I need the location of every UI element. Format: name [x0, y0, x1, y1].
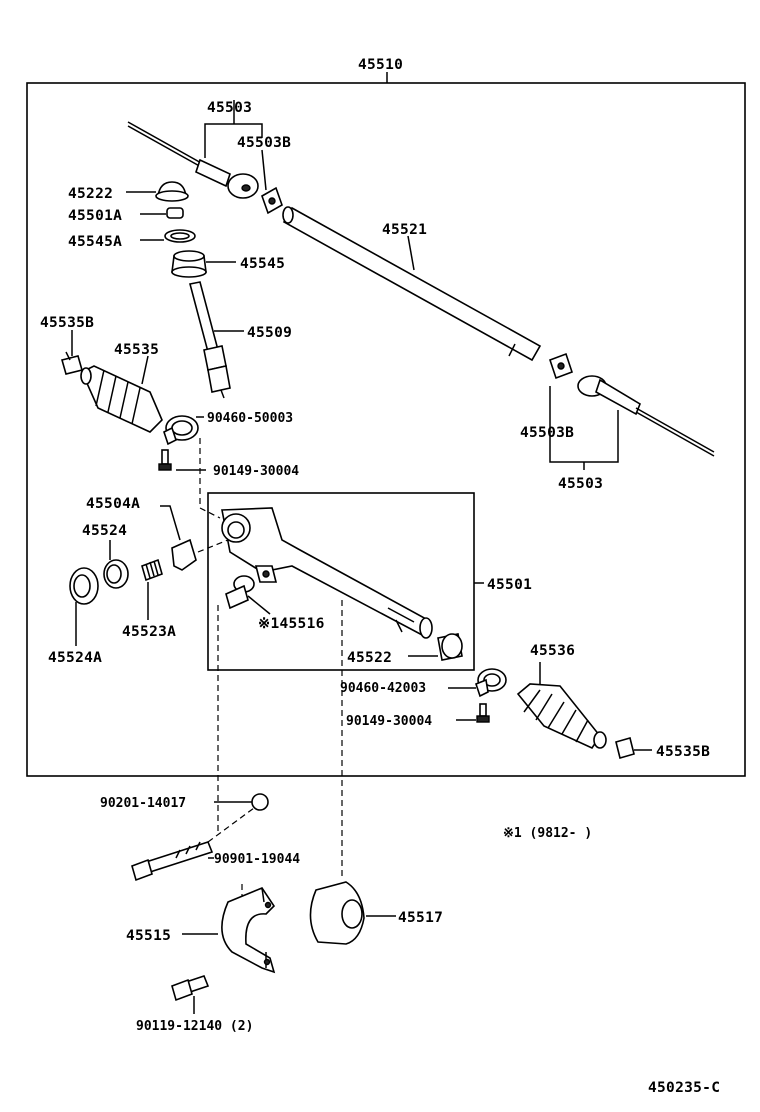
- part-45509[interactable]: [189, 281, 231, 399]
- label-screw-upper[interactable]: 90149-30004: [213, 464, 299, 479]
- tie-rod-end-lower-b[interactable]: [548, 352, 574, 380]
- label-45501a[interactable]: 45501A: [68, 208, 122, 224]
- label-45535b-left[interactable]: 45535B: [40, 315, 94, 331]
- screw-upper[interactable]: [158, 449, 172, 471]
- label-45222[interactable]: 45222: [68, 186, 113, 202]
- screw-lower[interactable]: [476, 703, 490, 723]
- part-45222[interactable]: [155, 181, 189, 202]
- housing-frame: [207, 492, 475, 671]
- part-45545a[interactable]: [164, 229, 196, 243]
- label-45522[interactable]: 45522: [347, 650, 392, 666]
- label-screw-lower[interactable]: 90149-30004: [346, 714, 432, 729]
- label-45503-upper[interactable]: 45503: [207, 100, 252, 116]
- part-45521[interactable]: [282, 206, 542, 362]
- label-45501[interactable]: 45501: [487, 577, 532, 593]
- part-45524a[interactable]: [69, 567, 99, 605]
- part-45501a[interactable]: [166, 207, 184, 219]
- label-45523a[interactable]: 45523A: [122, 624, 176, 640]
- rack-housing[interactable]: [221, 507, 433, 639]
- label-45521[interactable]: 45521: [382, 222, 427, 238]
- label-45503b-upper[interactable]: 45503B: [237, 135, 291, 151]
- label-45524a[interactable]: 45524A: [48, 650, 102, 666]
- label-bolt[interactable]: 90901-19044: [214, 852, 300, 867]
- tie-rod-end-lower[interactable]: [577, 375, 715, 457]
- label-plug[interactable]: 90201-14017: [100, 796, 186, 811]
- bolt[interactable]: [131, 841, 214, 882]
- label-45524[interactable]: 45524: [82, 523, 127, 539]
- label-clamp-lower[interactable]: 90460-42003: [340, 681, 426, 696]
- part-45522[interactable]: [437, 633, 463, 661]
- label-45503-lower[interactable]: 45503: [558, 476, 603, 492]
- bolt-small[interactable]: [171, 975, 210, 1002]
- label-45516[interactable]: ※145516: [258, 616, 325, 632]
- part-45504a[interactable]: [171, 538, 197, 571]
- part-45523a[interactable]: [141, 558, 163, 582]
- note-text: ※1 (9812- ): [503, 826, 592, 841]
- part-45524[interactable]: [103, 559, 129, 589]
- plug[interactable]: [251, 793, 269, 811]
- part-45545[interactable]: [171, 250, 207, 278]
- reference-code: 450235-C: [648, 1080, 720, 1096]
- label-clamp-upper[interactable]: 90460-50003: [207, 411, 293, 426]
- clamp-lower[interactable]: [475, 668, 507, 698]
- part-45536[interactable]: [516, 683, 607, 750]
- label-45517[interactable]: 45517: [398, 910, 443, 926]
- label-45535b-right[interactable]: 45535B: [656, 744, 710, 760]
- assembly-frame: [26, 82, 746, 777]
- part-45517[interactable]: [309, 881, 365, 945]
- tie-rod-end-upper-b[interactable]: [261, 186, 283, 215]
- label-45503b-lower[interactable]: 45503B: [520, 425, 574, 441]
- part-45535[interactable]: [80, 365, 163, 433]
- part-45535b-right[interactable]: [615, 737, 635, 759]
- label-45545a[interactable]: 45545A: [68, 234, 122, 250]
- label-45545[interactable]: 45545: [240, 256, 285, 272]
- label-45509[interactable]: 45509: [247, 325, 292, 341]
- label-45536[interactable]: 45536: [530, 643, 575, 659]
- clamp-upper[interactable]: [163, 415, 199, 446]
- label-45515[interactable]: 45515: [126, 928, 171, 944]
- part-45515[interactable]: [221, 887, 276, 974]
- tie-rod-end-upper[interactable]: [127, 121, 259, 199]
- label-45504a[interactable]: 45504A: [86, 496, 140, 512]
- label-45535[interactable]: 45535: [114, 342, 159, 358]
- label-bolt-small[interactable]: 90119-12140 (2): [136, 1019, 253, 1034]
- label-assy[interactable]: 45510: [358, 57, 403, 73]
- part-45516[interactable]: [225, 575, 255, 610]
